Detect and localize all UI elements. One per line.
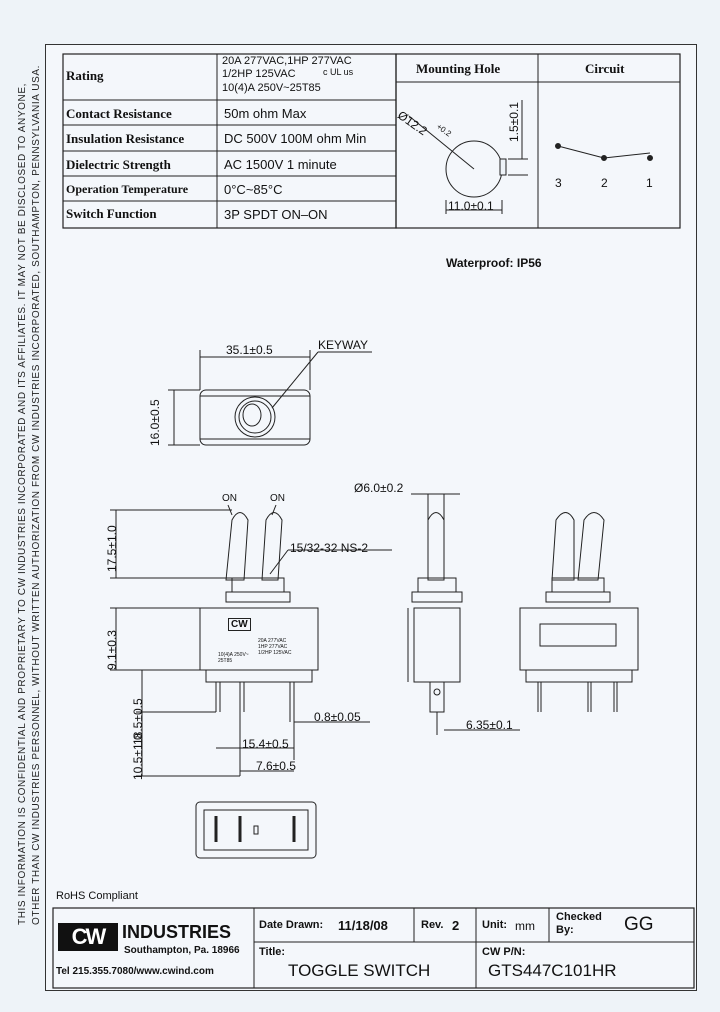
switch-function-label: Switch Function xyxy=(66,206,157,221)
rohs-compliant: RoHS Compliant xyxy=(56,890,138,902)
rating-line2: 1/2HP 125VAC xyxy=(222,68,296,80)
circuit-pin-2: 2 xyxy=(601,176,608,190)
checked-label-1: Checked xyxy=(556,911,602,923)
operation-temperature-label: Operation Temperature xyxy=(66,182,189,196)
drawing-frame xyxy=(45,44,697,991)
pitch-inner: 7.6±0.5 xyxy=(256,759,296,773)
date-drawn-label: Date Drawn: xyxy=(259,919,324,931)
brand-name: INDUSTRIES xyxy=(122,922,232,942)
rating-label: Rating xyxy=(66,68,104,83)
date-drawn-value: 11/18/08 xyxy=(338,918,388,933)
cw-logo: CW xyxy=(58,923,118,951)
body-marking-line2: 1HP 277VAC xyxy=(258,644,288,650)
brand-contact: Tel 215.355.7080/www.cwind.com xyxy=(56,966,214,977)
lever-length: 17.5±1.0 xyxy=(105,525,119,572)
terminal-thickness: 0.8±0.05 xyxy=(314,710,361,724)
checked-by-value: GG xyxy=(624,914,654,935)
front-on-right: ON xyxy=(270,493,285,504)
circuit-pin-1: 1 xyxy=(646,176,653,190)
title-label: Title: xyxy=(259,946,286,958)
top-view-height: 16.0±0.5 xyxy=(148,399,162,446)
pitch-outer: 15.4±0.5 xyxy=(242,737,289,751)
terminal-width: 6.35±0.1 xyxy=(466,718,513,732)
rev-value: 2 xyxy=(452,918,460,933)
rating-line3: 10(4)A 250V~25T85 xyxy=(222,82,321,94)
brand-address: Southampton, Pa. 18966 xyxy=(124,945,240,956)
mounting-hole-title: Mounting Hole xyxy=(416,61,501,76)
dielectric-strength-value: AC 1500V 1 minute xyxy=(224,157,337,172)
body-marking: 20A 277VAC 1HP 277VAC 1/2HP 125VAC xyxy=(258,638,291,656)
body-cw-logo: CW xyxy=(228,618,251,631)
contact-resistance-value: 50m ohm Max xyxy=(224,106,307,121)
terminal-low-height: 10.5±1.0 xyxy=(131,733,145,780)
switch-function-value: 3P SPDT ON–ON xyxy=(224,207,328,222)
unit-label: Unit: xyxy=(482,919,508,931)
insulation-resistance-label: Insulation Resistance xyxy=(66,131,185,146)
operation-temperature-value: 0°C~85°C xyxy=(224,182,283,197)
dielectric-strength-label: Dielectric Strength xyxy=(66,157,171,172)
ul-mark: c UL us xyxy=(323,67,354,77)
body-marking-line1: 20A 277VAC xyxy=(258,638,287,644)
body-marking-line4: 10(4)A 250V~ xyxy=(218,652,249,658)
keyway-label: KEYWAY xyxy=(318,338,369,352)
circuit-pin-3: 3 xyxy=(555,176,562,190)
body-height: 9.1±0.3 xyxy=(105,630,119,670)
bushing-diameter: Ø6.0±0.2 xyxy=(354,481,404,495)
rating-line1: 20A 277VAC,1HP 277VAC xyxy=(222,55,352,67)
unit-value: mm xyxy=(515,919,535,933)
part-number-label: CW P/N: xyxy=(482,946,526,958)
body-marking-line3: 1/2HP 125VAC xyxy=(258,650,292,656)
mounting-hole-flat-height: 1.5±0.1 xyxy=(507,102,521,142)
front-on-left: ON xyxy=(222,493,237,504)
body-marking-left: 10(4)A 250V~ 25T85 xyxy=(218,652,249,664)
top-view-width: 35.1±0.5 xyxy=(226,343,273,357)
insulation-resistance-value: DC 500V 100M ohm Min xyxy=(224,131,367,146)
title-value: TOGGLE SWITCH xyxy=(288,961,431,980)
part-number-value: GTS447C101HR xyxy=(488,961,617,980)
mounting-hole-width: 11.0±0.1 xyxy=(448,199,494,213)
waterproof-rating: Waterproof: IP56 xyxy=(446,256,542,270)
checked-label-2: By: xyxy=(556,924,574,936)
body-marking-line5: 25T85 xyxy=(218,658,233,664)
contact-resistance-label: Contact Resistance xyxy=(66,106,172,121)
rev-label: Rev. xyxy=(421,919,444,931)
thread-spec: 15/32-32 NS-2 xyxy=(290,541,369,555)
circuit-title: Circuit xyxy=(585,61,625,76)
